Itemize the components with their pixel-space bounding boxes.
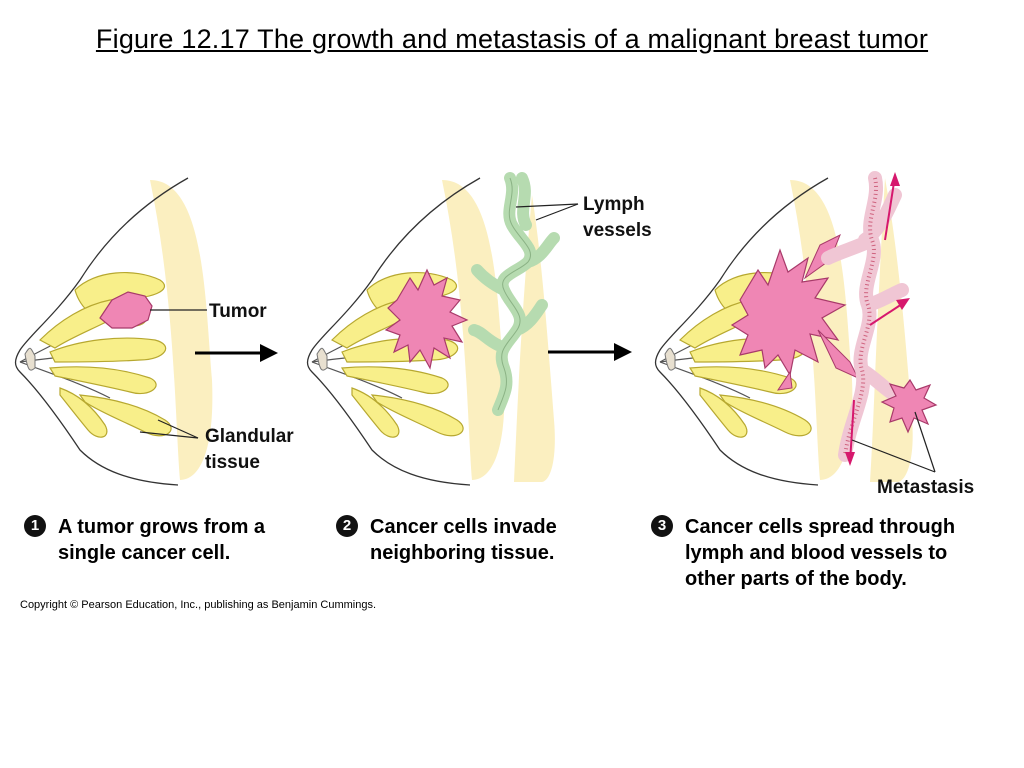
label-vessels: vessels (583, 220, 652, 241)
copyright-notice: Copyright © Pearson Education, Inc., pub… (20, 599, 377, 611)
arrow-up-icon (890, 172, 900, 186)
step-line: single cancer cell. (58, 542, 231, 564)
label-tumor: Tumor (209, 301, 267, 322)
panel-2-breast (306, 172, 560, 486)
figure-title: Figure 12.17 The growth and metastasis o… (95, 24, 929, 54)
label-metastasis: Metastasis (877, 477, 974, 498)
step-line: neighboring tissue. (370, 542, 555, 564)
arrow-right-icon (260, 344, 278, 362)
process-arrow-2 (548, 343, 632, 361)
step-text: Cancer cells spread through lymph and bl… (685, 514, 955, 592)
step-line: other parts of the body. (685, 568, 907, 590)
label-glandular: Glandular (205, 426, 294, 447)
leader-lines (139, 203, 936, 473)
step-number: 3 (651, 515, 673, 537)
arrow-right-icon (614, 343, 632, 361)
arrow-right-icon (896, 298, 910, 310)
step-number: 1 (24, 515, 46, 537)
step-line: A tumor grows from a (58, 516, 266, 538)
label-tissue: tissue (205, 452, 260, 473)
tumor-small (99, 291, 153, 329)
step-text: Cancer cells invade neighboring tissue. (370, 514, 557, 566)
tumor-invading (384, 268, 469, 370)
step-text: A tumor grows from a single cancer cell. (58, 514, 265, 566)
process-arrow-1 (195, 344, 278, 362)
step-number: 2 (336, 515, 358, 537)
step-line: lymph and blood vessels to (685, 542, 948, 564)
step-line: Cancer cells invade (370, 516, 557, 538)
metastasis-tumor (880, 378, 938, 434)
panel-3-breast (654, 171, 938, 486)
panel-1-breast (14, 177, 214, 486)
arrow-down-icon (845, 452, 855, 466)
step-line: Cancer cells spread through (685, 516, 956, 538)
label-lymph: Lymph (583, 194, 645, 215)
